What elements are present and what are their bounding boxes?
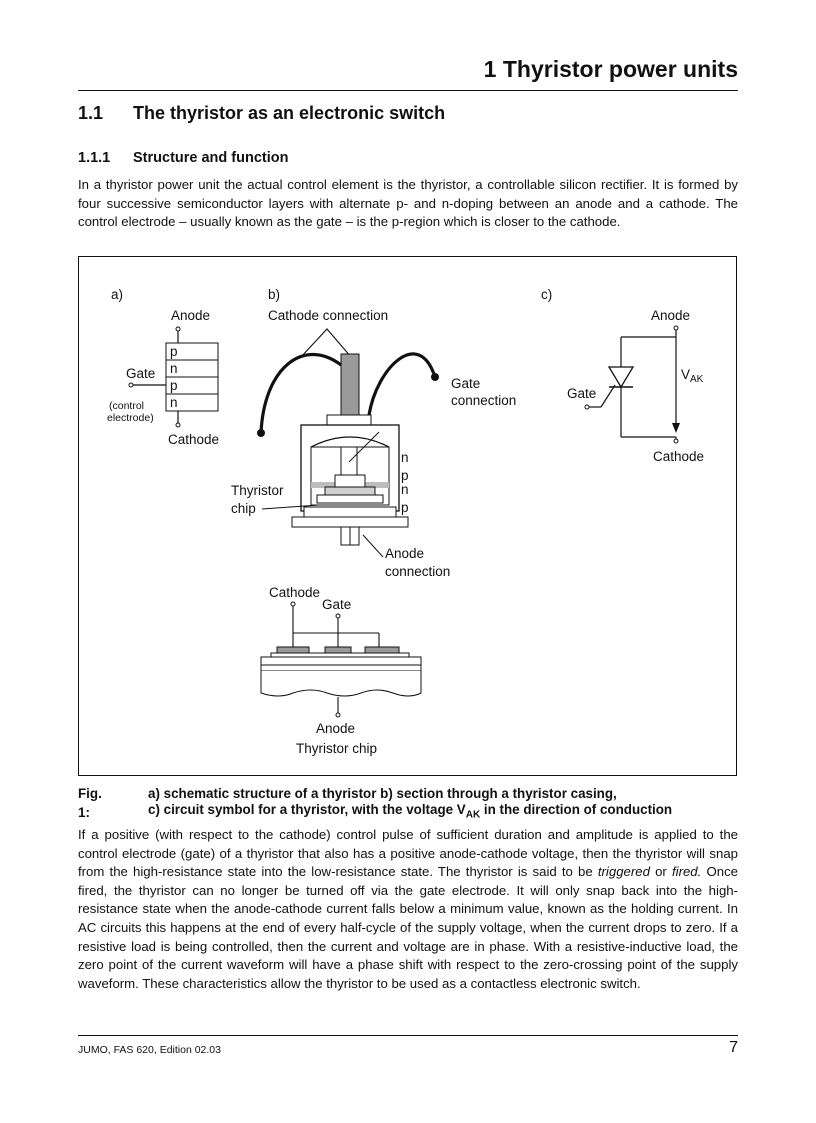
- gate-lead-wire: [367, 352, 437, 416]
- footer-rule: [78, 1035, 738, 1036]
- panel-c-anode-label: Anode: [651, 308, 690, 323]
- caption-line: a) schematic structure of a thyristor b)…: [148, 786, 617, 801]
- caption-label: Fig. 1:: [78, 786, 102, 820]
- chip-title: Thyristor chip: [296, 741, 377, 756]
- gate-terminal: [584, 404, 590, 410]
- body-paragraph: If a positive (with respect to the catho…: [78, 827, 738, 991]
- layer-stack: p n p n: [165, 342, 219, 412]
- emphasis: triggered: [597, 864, 650, 880]
- anode-connection-pointer: [362, 534, 384, 558]
- chip-pointer: [261, 504, 320, 510]
- cathode-lead-wire: [259, 353, 342, 434]
- thyristor-symbol: [607, 366, 635, 389]
- chapter-title: 1 Thyristor power units: [483, 56, 738, 82]
- section-heading: 1.1 The thyristor as an electronic switch: [78, 103, 445, 124]
- gate-wire-inner: [348, 431, 380, 463]
- chip-section: Cathode Gate Anode Thyristor chip: [260, 585, 422, 756]
- panel-a-cathode-label: Cathode: [168, 432, 219, 447]
- section-title: The thyristor as an electronic switch: [133, 103, 446, 123]
- anode-connection-label: connection: [385, 564, 450, 579]
- subsection-heading: 1.1.1 Structure and function: [78, 150, 288, 166]
- cathode-pad: [364, 646, 400, 654]
- intro-paragraph: In a thyristor power unit the actual con…: [78, 177, 738, 230]
- emphasis: fired.: [671, 864, 702, 880]
- layer-label: p: [170, 378, 178, 393]
- casing-collar: [326, 414, 372, 426]
- header-rule: [78, 90, 738, 91]
- layer-label: n: [401, 450, 409, 465]
- control-electrode-label: electrode): [107, 412, 154, 424]
- cathode-terminal: [175, 422, 181, 428]
- inner-stud: [340, 446, 358, 476]
- panel-a-label: a): [111, 287, 123, 302]
- panel-a-anode-label: Anode: [171, 308, 210, 323]
- anode-terminal: [175, 326, 181, 332]
- chip-layer: [270, 652, 410, 658]
- layer-label: n: [170, 361, 178, 376]
- subsection-title: Structure and function: [133, 150, 289, 166]
- control-electrode-label: (control: [109, 400, 144, 412]
- contact-disc: [334, 474, 366, 488]
- panel-b: b) Cathode connection Gate connection: [231, 287, 516, 579]
- chip-substrate: [260, 671, 422, 697]
- panel-c-cathode-label: Cathode: [653, 449, 704, 464]
- chip-cathode-terminal: [290, 601, 296, 607]
- page-number: 7: [729, 1039, 738, 1056]
- layer-label: p: [401, 500, 409, 515]
- vak-arrowhead: [672, 423, 680, 433]
- chip-gate-terminal: [335, 613, 341, 619]
- gate-pad: [324, 646, 352, 654]
- chip-gate-label: Gate: [322, 597, 351, 612]
- panel-c: c) Anode Gate VAK Cathode: [541, 287, 704, 464]
- panel-c-gate-label: Gate: [567, 386, 596, 401]
- casing-dome: [310, 436, 390, 448]
- chip-layer: [260, 664, 422, 672]
- footer-text: JUMO, FAS 620, Edition 02.03: [78, 1044, 221, 1056]
- caption-line: c) circuit symbol for a thyristor, with …: [148, 802, 673, 821]
- panel-c-label: c): [541, 287, 552, 302]
- chip-layer: [260, 656, 422, 666]
- panel-a: a) Anode p n p n Gate (control electrode…: [107, 287, 219, 447]
- layer-label: n: [401, 482, 409, 497]
- anode-terminal: [673, 325, 679, 331]
- cathode-connection-label: Cathode connection: [268, 308, 388, 323]
- flange: [303, 506, 397, 518]
- gate-connection-label: Gate: [451, 376, 480, 391]
- flange-base: [291, 516, 409, 528]
- panel-a-gate-label: Gate: [126, 366, 155, 381]
- section-number: 1.1: [78, 103, 104, 123]
- thyristor-chip-shape: [324, 486, 376, 496]
- anode-connection-label: Anode: [385, 546, 424, 561]
- thyristor-chip-label: chip: [231, 501, 256, 516]
- figure-drawing: a) Anode p n p n Gate (control electrode…: [107, 287, 704, 756]
- layer-n-bottom: [165, 393, 219, 412]
- cathode-terminal: [673, 438, 679, 444]
- vak-label: VAK: [681, 367, 704, 385]
- chip-anode-terminal: [335, 712, 341, 718]
- cathode-connection-pointer: [300, 328, 352, 358]
- layer-label: p: [401, 468, 409, 483]
- layer-label: p: [170, 344, 178, 359]
- chip-anode-label: Anode: [316, 721, 355, 736]
- cathode-lead-end: [257, 429, 265, 437]
- figure-1: a) Anode p n p n Gate (control electrode…: [78, 256, 737, 776]
- gate-connection-label: connection: [451, 393, 516, 408]
- panel-b-label: b): [268, 287, 280, 302]
- chip-cathode-label: Cathode: [269, 585, 320, 600]
- gate-terminal: [128, 382, 134, 388]
- cathode-stud: [340, 353, 360, 417]
- gate-wire: [600, 384, 616, 408]
- thyristor-chip-label: Thyristor: [231, 483, 284, 498]
- cathode-pad: [276, 646, 310, 654]
- gate-lead-end: [431, 373, 439, 381]
- layer-label: n: [170, 395, 178, 410]
- subsection-number: 1.1.1: [78, 150, 111, 166]
- base-plate: [316, 494, 384, 504]
